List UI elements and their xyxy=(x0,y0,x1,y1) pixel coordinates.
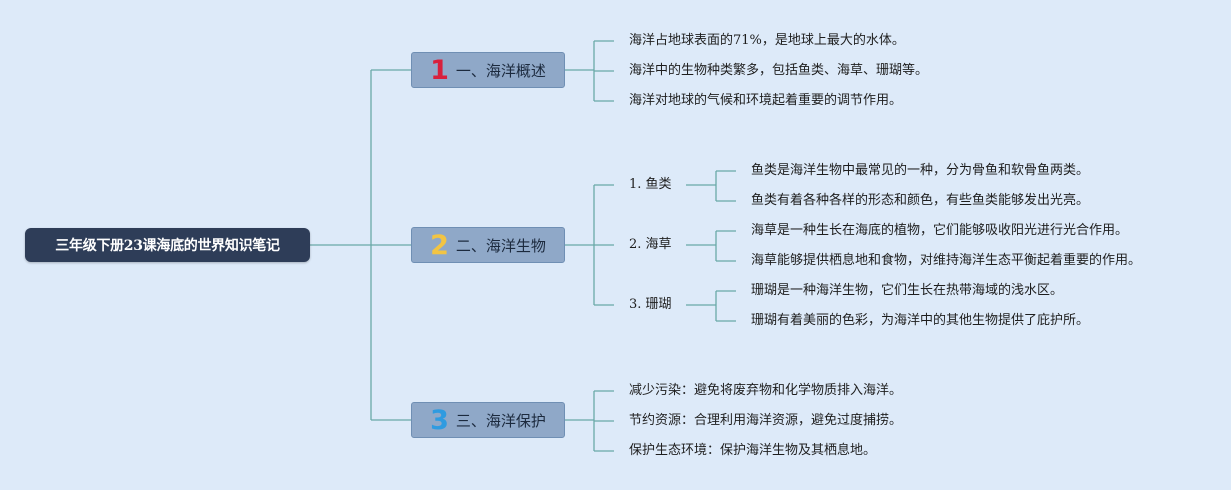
number-three-icon: 3 xyxy=(430,404,449,436)
root-title: 三年级下册23课海底的世界知识笔记 xyxy=(55,238,280,254)
overview-item-3[interactable]: 海洋对地球的气候和环境起着重要的调节作用。 xyxy=(629,93,903,108)
seagrass-item-2[interactable]: 海草能够提供栖息地和食物，对维持海洋生态平衡起着重要的作用。 xyxy=(751,253,1142,268)
subgroup-seagrass[interactable]: 2. 海草 xyxy=(629,237,672,252)
fish-item-1[interactable]: 鱼类是海洋生物中最常见的一种，分为骨鱼和软骨鱼两类。 xyxy=(751,163,1090,178)
subgroup-coral[interactable]: 3. 珊瑚 xyxy=(629,297,672,312)
branch-label: 二、海洋生物 xyxy=(455,236,546,255)
protection-item-2[interactable]: 节约资源：合理利用海洋资源，避免过度捕捞。 xyxy=(629,413,903,428)
seagrass-item-1[interactable]: 海草是一种生长在海底的植物，它们能够吸收阳光进行光合作用。 xyxy=(751,223,1129,238)
subgroup-fish[interactable]: 1. 鱼类 xyxy=(629,177,672,192)
number-two-icon: 2 xyxy=(430,229,449,261)
number-one-icon: 1 xyxy=(430,54,449,86)
coral-item-2[interactable]: 珊瑚有着美丽的色彩，为海洋中的其他生物提供了庇护所。 xyxy=(751,313,1090,328)
protection-item-3[interactable]: 保护生态环境：保护海洋生物及其栖息地。 xyxy=(629,443,877,458)
overview-item-1[interactable]: 海洋占地球表面的71%，是地球上最大的水体。 xyxy=(629,33,905,48)
branch-protection[interactable]: 3 三、海洋保护 xyxy=(411,402,565,438)
branch-marine-life[interactable]: 2 二、海洋生物 xyxy=(411,227,565,263)
branch-overview[interactable]: 1 一、海洋概述 xyxy=(411,52,565,88)
fish-item-2[interactable]: 鱼类有着各种各样的形态和颜色，有些鱼类能够发出光亮。 xyxy=(751,193,1090,208)
branch-label: 三、海洋保护 xyxy=(455,411,546,430)
branch-label: 一、海洋概述 xyxy=(455,61,546,80)
coral-item-1[interactable]: 珊瑚是一种海洋生物，它们生长在热带海域的浅水区。 xyxy=(751,283,1064,298)
overview-item-2[interactable]: 海洋中的生物种类繁多，包括鱼类、海草、珊瑚等。 xyxy=(629,63,929,78)
protection-item-1[interactable]: 减少污染：避免将废弃物和化学物质排入海洋。 xyxy=(629,383,903,398)
root-topic[interactable]: 三年级下册23课海底的世界知识笔记 xyxy=(25,228,310,262)
